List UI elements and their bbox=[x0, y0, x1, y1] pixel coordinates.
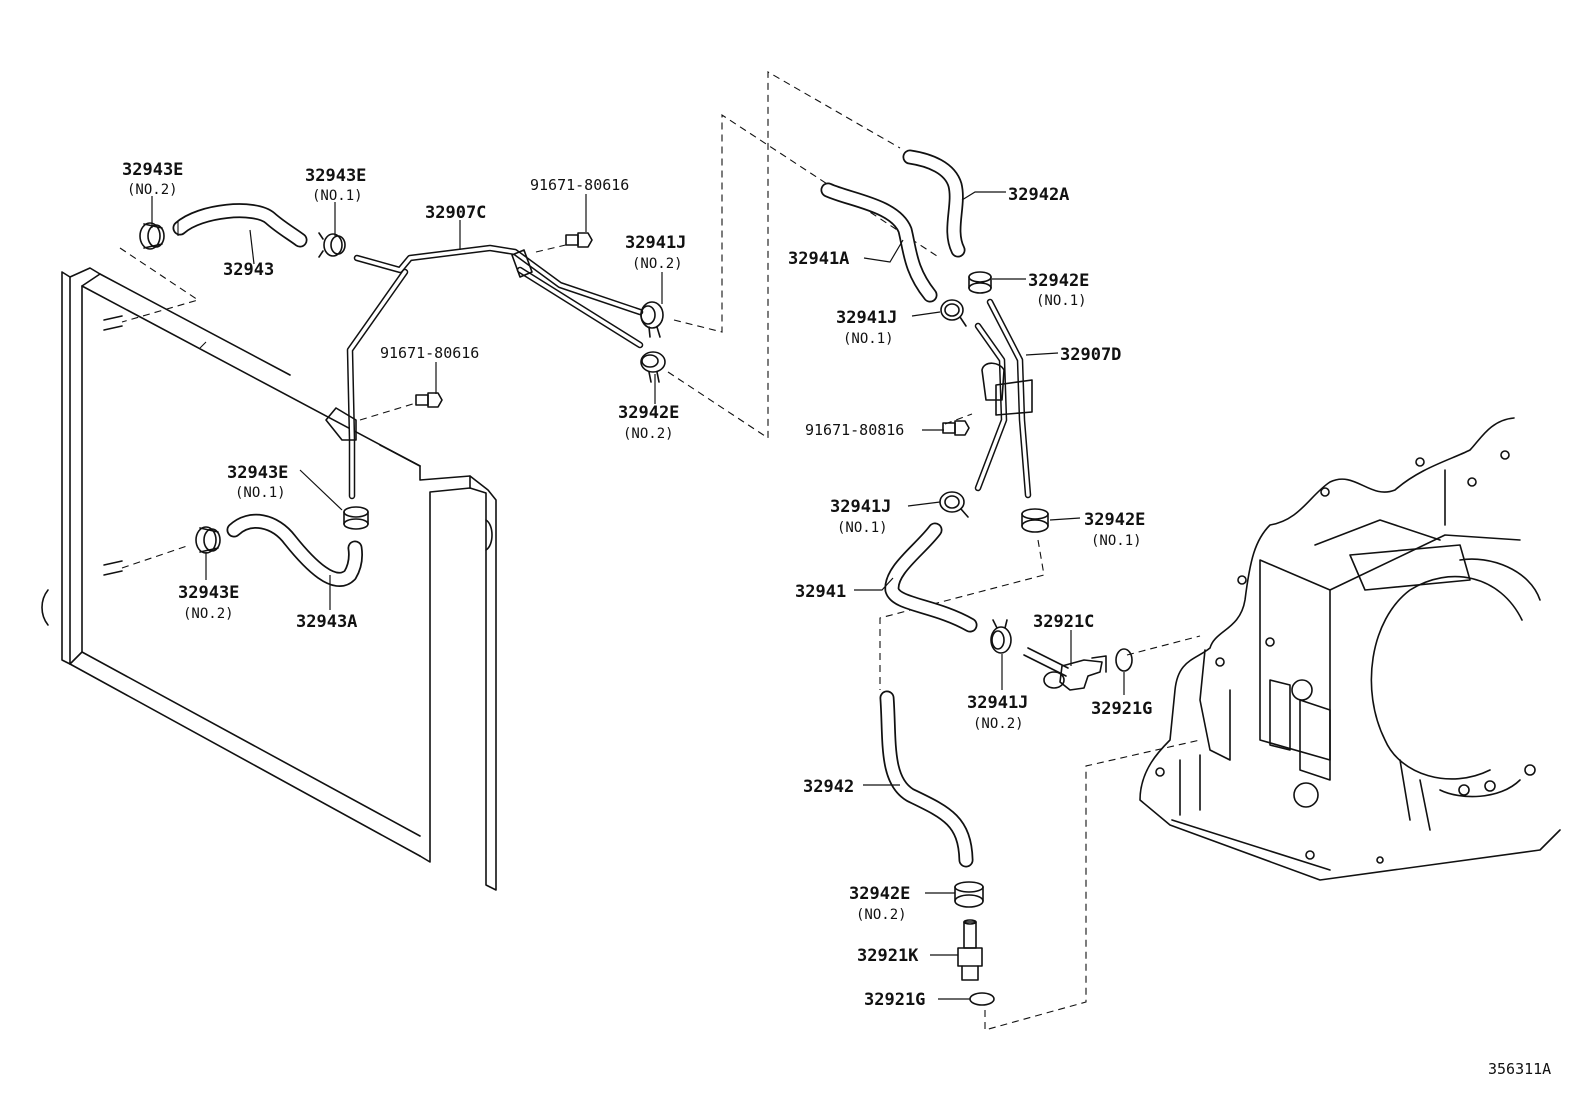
label-32941J-no2-bot: 32941J bbox=[967, 693, 1028, 713]
label-32943E-no2-mid: 32943E bbox=[178, 583, 239, 603]
clamp-32941J-no1-top bbox=[940, 299, 967, 327]
label-32943: 32943 bbox=[223, 260, 274, 280]
sub-32943E-no2-top: (NO.2) bbox=[127, 182, 178, 198]
transmission-case bbox=[1139, 417, 1561, 881]
label-32942E-no1-top: 32942E bbox=[1028, 271, 1089, 291]
clamp-32943E-no1-top bbox=[318, 232, 346, 258]
clamp-32943E-no2-top bbox=[139, 222, 165, 250]
clamp-32943E-no1-mid bbox=[343, 506, 369, 530]
sub-32941J-no2-top: (NO.2) bbox=[632, 256, 683, 272]
sub-32943E-no1-mid: (NO.1) bbox=[235, 485, 286, 501]
label-32943E-no2-top: 32943E bbox=[122, 160, 183, 180]
sub-32943E-no2-mid: (NO.2) bbox=[183, 606, 234, 622]
label-32941J-no1-top: 32941J bbox=[836, 308, 897, 328]
sub-32942E-no2-bot: (NO.2) bbox=[856, 907, 907, 923]
sub-32941J-no1-mid: (NO.1) bbox=[837, 520, 888, 536]
clamp-32941J-no1-mid bbox=[939, 491, 969, 518]
bolt-91671-80616-mid bbox=[415, 392, 443, 408]
radiator bbox=[41, 267, 497, 891]
union-32921K bbox=[957, 919, 983, 981]
clamp-32942E-no1-mid bbox=[1021, 508, 1049, 533]
label-32921G-right: 32921G bbox=[1091, 699, 1152, 719]
clamp-32943E-no2-mid bbox=[195, 526, 221, 554]
oring-32921G-bottom bbox=[969, 992, 995, 1006]
label-32921K: 32921K bbox=[857, 946, 919, 966]
diagram-id: 356311A bbox=[1488, 1060, 1551, 1078]
hoses bbox=[172, 149, 978, 868]
label-32921G-bottom: 32921G bbox=[864, 990, 925, 1010]
sub-32941J-no2-bot: (NO.2) bbox=[973, 716, 1024, 732]
label-32942E-no1-mid: 32942E bbox=[1084, 510, 1145, 530]
sub-32942E-no1-top: (NO.1) bbox=[1036, 293, 1087, 309]
pipes bbox=[325, 244, 1033, 500]
fasteners bbox=[415, 232, 1133, 1006]
label-32943A: 32943A bbox=[296, 612, 357, 632]
clamp-32942E-no2-top bbox=[640, 351, 666, 383]
label-32942E-no2-bot: 32942E bbox=[849, 884, 910, 904]
clamp-32941J-no2-top bbox=[640, 301, 664, 338]
leader-lines bbox=[151, 191, 1125, 1000]
label-32942A: 32942A bbox=[1008, 185, 1069, 205]
sub-32941J-no1-top: (NO.1) bbox=[843, 331, 894, 347]
bolt-91671-80616-top bbox=[565, 232, 593, 248]
label-32942E-no2-top: 32942E bbox=[618, 403, 679, 423]
label-91671-80616-mid: 91671-80616 bbox=[380, 344, 479, 362]
sub-32943E-no1-top: (NO.1) bbox=[312, 188, 363, 204]
label-32941A: 32941A bbox=[788, 249, 849, 269]
sub-32942E-no2-top: (NO.2) bbox=[623, 426, 674, 442]
clamp-32941J-no2-bot bbox=[990, 619, 1012, 654]
label-32942: 32942 bbox=[803, 777, 854, 797]
oring-32921G-right bbox=[1115, 648, 1133, 672]
label-32907C: 32907C bbox=[425, 203, 486, 223]
label-32907D: 32907D bbox=[1060, 345, 1121, 365]
label-32943E-no1-top: 32943E bbox=[305, 166, 366, 186]
assembly-lines bbox=[119, 71, 1201, 1031]
label-32941: 32941 bbox=[795, 582, 846, 602]
label-32941J-no1-mid: 32941J bbox=[830, 497, 891, 517]
label-91671-80616-top: 91671-80616 bbox=[530, 176, 629, 194]
label-32943E-no1-mid: 32943E bbox=[227, 463, 288, 483]
clamp-32942E-no1-top bbox=[968, 271, 992, 294]
clamp-32942E-no2-bot bbox=[954, 881, 984, 908]
label-32941J-no2-top: 32941J bbox=[625, 233, 686, 253]
sub-32942E-no1-mid: (NO.1) bbox=[1091, 533, 1142, 549]
union-32921C bbox=[1023, 647, 1107, 691]
clamps bbox=[139, 222, 1049, 908]
bolt-91671-80816 bbox=[942, 420, 970, 436]
label-32921C: 32921C bbox=[1033, 612, 1094, 632]
callout-labels: 32943E (NO.2) 32943E (NO.1) 32943 32907C… bbox=[122, 160, 1551, 1078]
label-91671-80816: 91671-80816 bbox=[805, 421, 904, 439]
